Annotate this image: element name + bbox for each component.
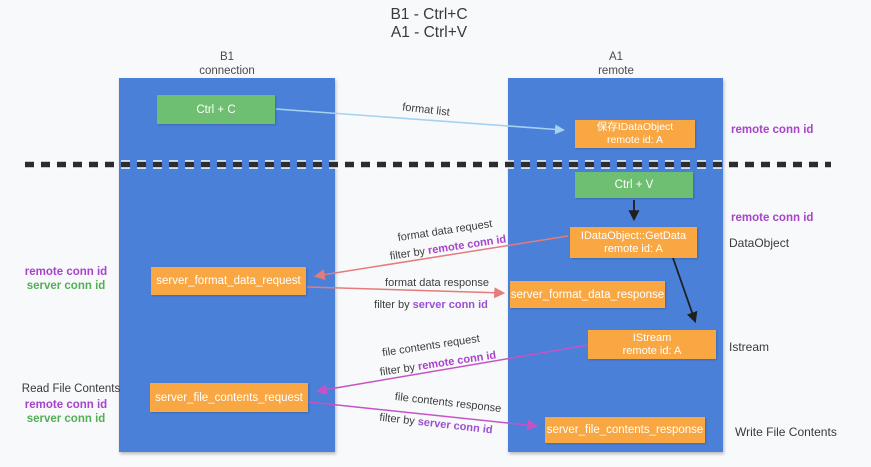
server-conn-id-label: server conn id	[26, 280, 106, 292]
lifeline-b1-role: connection	[199, 64, 255, 77]
read-file-contents-label: Read File Contents	[21, 383, 121, 395]
arrow-getdata-to-istream	[672, 257, 698, 324]
node-save-idataobject: 保存IDataObject remote id: A	[575, 120, 695, 148]
istream-label: Istream	[729, 340, 770, 354]
node-ctrl-v: Ctrl + V	[575, 172, 693, 198]
filter-key-server-conn-id: server conn id	[412, 299, 488, 311]
remote-conn-id-label: remote conn id	[24, 399, 108, 411]
lifeline-header-a1: A1 remote	[598, 51, 634, 78]
left-conn-id-annotation-top: remote conn id server conn id	[0, 265, 132, 293]
dataobject-label: DataObject	[729, 236, 790, 250]
node-save-idataobject-line2: remote id: A	[606, 134, 664, 146]
arrow-format-data-response	[306, 286, 506, 299]
node-server-format-data-request: server_format_data_request	[151, 267, 306, 295]
arrow-format-data-request	[313, 235, 569, 281]
node-server-file-contents-request: server_file_contents_request	[150, 383, 308, 412]
edge-label-format-data-response: format data response	[385, 277, 489, 289]
diagram-title: B1 - Ctrl+C A1 - Ctrl+V	[390, 6, 467, 42]
title-line-2: A1 - Ctrl+V	[390, 24, 468, 41]
write-file-contents-label: Write File Contents	[735, 425, 837, 439]
node-istream-line2: remote id: A	[622, 344, 682, 357]
lifeline-b1-name: B1	[219, 51, 235, 63]
remote-conn-id-label-top-right: remote conn id	[731, 124, 814, 136]
remote-conn-id-label-mid-right: remote conn id	[731, 212, 814, 224]
filter-prefix: filter by	[374, 299, 410, 311]
arrow-format-list	[275, 108, 565, 135]
node-istream-line1: IStream	[632, 331, 672, 344]
left-conn-id-annotation-bottom: remote conn id server conn id	[0, 398, 132, 426]
node-server-format-data-response: server_format_data_response	[510, 281, 665, 308]
remote-conn-id-label: remote conn id	[24, 266, 108, 278]
arrow-file-contents-request	[315, 344, 589, 395]
title-line-1: B1 - Ctrl+C	[390, 6, 468, 23]
node-istream: IStream remote id: A	[588, 330, 716, 359]
node-getdata-line1: IDataObject::GetData	[580, 229, 687, 242]
lifeline-a1-name: A1	[608, 51, 624, 63]
arrow-file-contents-response	[308, 401, 539, 431]
lifeline-header-b1: B1 connection	[199, 51, 255, 78]
server-conn-id-label: server conn id	[26, 413, 106, 425]
node-ctrl-c: Ctrl + C	[157, 95, 275, 124]
edge-label-format-data-response-filter: filter by server conn id	[374, 299, 488, 311]
node-server-file-contents-response: server_file_contents_response	[545, 417, 705, 443]
node-save-idataobject-line1: 保存IDataObject	[596, 121, 674, 133]
lifeline-a1-role: remote	[598, 64, 634, 77]
node-getdata-line2: remote id: A	[604, 242, 663, 255]
node-idataobject-getdata: IDataObject::GetData remote id: A	[570, 227, 697, 258]
